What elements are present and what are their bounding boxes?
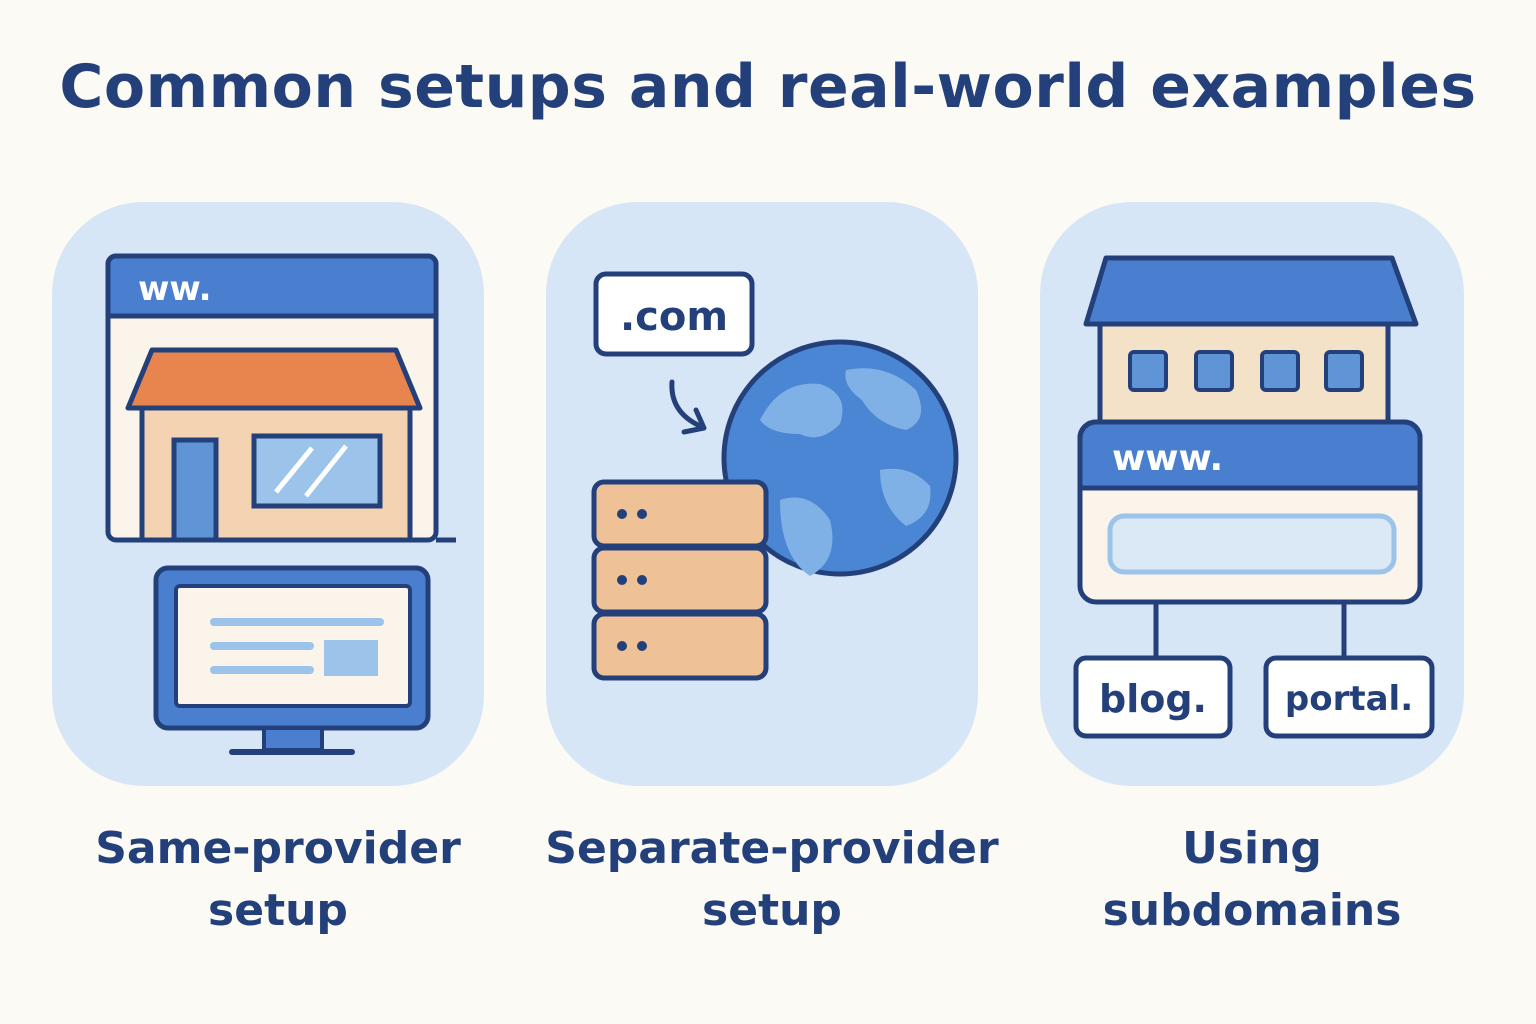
browser-bar-text-subdomain: www. [1112, 438, 1223, 479]
caption-line: Using [1182, 823, 1322, 874]
connector-lines [1153, 604, 1347, 660]
page-title: Common setups and real-world examples [59, 52, 1477, 122]
server-stack-icon [591, 479, 769, 681]
caption-line: subdomains [1102, 885, 1402, 936]
caption-separate-provider: Separate-provider setup [532, 818, 1012, 942]
building-icon [1083, 255, 1419, 433]
caption-subdomains: Using subdomains [1012, 818, 1492, 942]
subdomain-tags [1073, 655, 1435, 739]
caption-line: Same-provider [95, 823, 461, 874]
caption-same-provider: Same-provider setup [38, 818, 518, 942]
curved-arrow-icon [669, 379, 707, 435]
storefront-icon [125, 347, 423, 543]
monitor-icon [153, 565, 431, 755]
subdomain-blog: blog. [1099, 677, 1207, 721]
browser-window-icon [1077, 419, 1423, 605]
browser-bar-text: ww. [138, 269, 212, 309]
subdomain-portal: portal. [1285, 679, 1413, 719]
caption-line: setup [702, 885, 842, 936]
caption-line: setup [208, 885, 348, 936]
globe-icon [721, 339, 959, 577]
domain-tag-label: .com [620, 294, 728, 340]
domain-tag-icon [593, 271, 755, 357]
caption-line: Separate-provider [545, 823, 999, 874]
